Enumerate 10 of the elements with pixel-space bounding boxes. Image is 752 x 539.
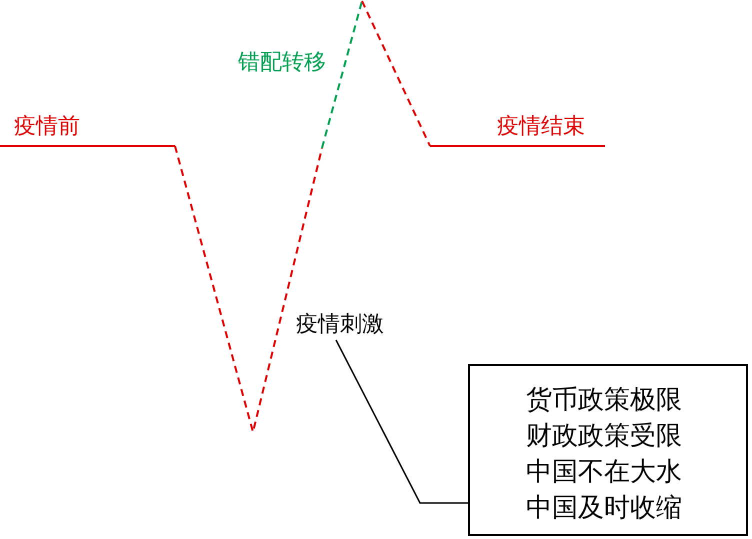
note-text: 财政政策受限 [526, 420, 683, 453]
curve-label: 疫情结束 [497, 114, 585, 140]
note-box [468, 364, 748, 536]
curve-label: 疫情前 [14, 114, 80, 140]
note-text: 中国及时收缩 [526, 492, 683, 525]
note-text: 中国不在大水 [526, 456, 683, 489]
callout-label: 疫情刺激 [296, 309, 384, 339]
leader-line [335, 340, 468, 504]
note-text: 货币政策极限 [526, 384, 683, 417]
curve-label: 错配转移 [238, 50, 326, 76]
